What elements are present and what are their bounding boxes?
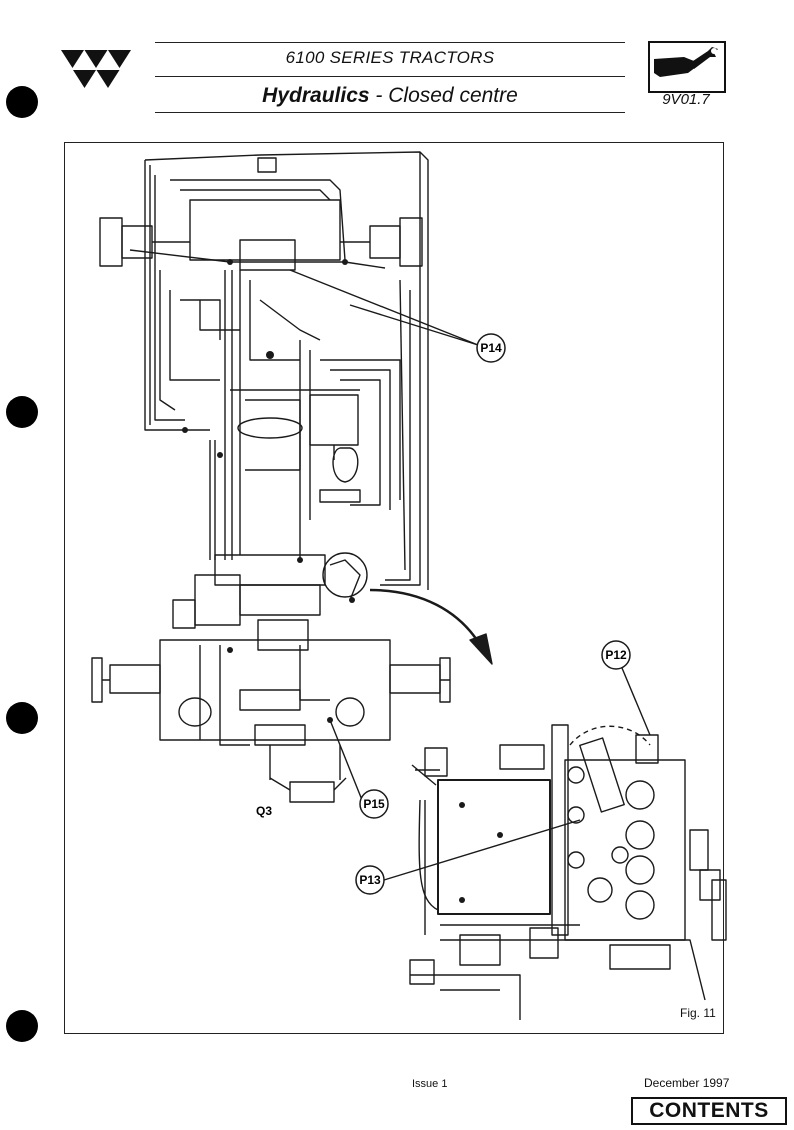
binder-hole-icon [6,702,38,734]
figure-caption: Fig. 11 [680,1006,716,1020]
series-title: 6100 SERIES TRACTORS [285,48,495,67]
issue-label: Issue 1 [412,1078,448,1090]
binder-hole-icon [6,1010,38,1042]
callout-p13-circle [355,865,385,895]
contents-button[interactable]: CONTENTS [631,1097,787,1125]
binder-hole-icon [6,86,38,118]
hand-wrench-icon [648,41,726,93]
header-rule-middle [155,76,625,77]
callout-q3: Q3 [256,804,272,818]
callout-p14-circle [476,333,506,363]
triple-triangle-logo-icon [61,50,131,88]
binder-hole-icon [6,396,38,428]
issue-date: December 1997 [644,1076,730,1090]
figure-frame [64,142,724,1034]
callout-p14: P14 [480,341,502,355]
header-rule-top [155,42,625,43]
callout-p15: P15 [363,797,385,811]
callout-p12-circle [601,640,631,670]
callout-p12: P12 [605,648,627,662]
header-rule-bottom [155,112,625,113]
page-title-rest: Closed centre [388,84,518,107]
page-title-separator: - [369,84,389,107]
page-reference: 9V01.7 [662,91,710,108]
callout-p15-circle [359,789,389,819]
callout-p13: P13 [359,873,381,887]
page-title-bold: Hydraulics [262,84,370,107]
page-title: Hydraulics - Closed centre [155,84,625,108]
